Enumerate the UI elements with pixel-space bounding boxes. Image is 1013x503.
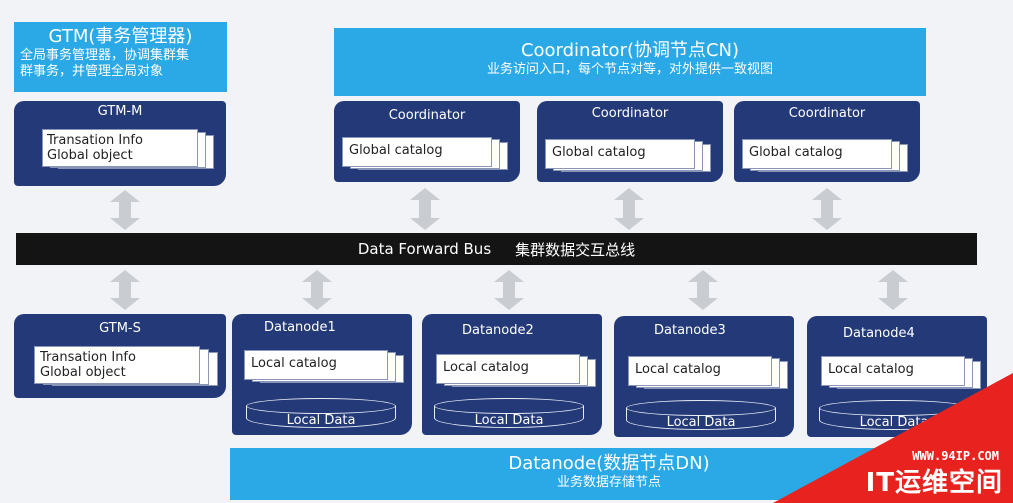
- datanode-banner-title: Datanode(数据节点DN): [508, 453, 710, 474]
- gtm-banner-title: GTM(事务管理器): [48, 26, 193, 47]
- coordinator-node-3: Coordinator Global catalog: [734, 101, 920, 182]
- gtm-s-title: GTM-S: [99, 321, 141, 336]
- datanode-3: Datanode3 Local catalog Local Data: [614, 316, 794, 437]
- coordinator-banner-desc: 业务访问入口，每个节点对等，对外提供一致视图: [486, 62, 773, 77]
- datanode-1-catalog: Local catalog: [244, 350, 388, 380]
- gtm-s-info-stack: Transation Info Global object: [34, 346, 220, 396]
- gtm-s-bus-arrow-icon: [110, 270, 140, 310]
- coordinator-node-2: Coordinator Global catalog: [537, 101, 723, 182]
- gtm-m-bus-arrow-icon: [110, 190, 140, 230]
- datanode-4-title: Datanode4: [843, 326, 915, 341]
- coordinator-1-catalog: Global catalog: [342, 137, 492, 167]
- gtm-s-global-object: Global object: [40, 365, 126, 380]
- datanode-2: Datanode2 Local catalog Local Data: [422, 314, 602, 435]
- datanode-2-data-label: Local Data: [474, 413, 544, 428]
- datanode-1-local-data: Local Data: [246, 398, 396, 428]
- datanode-banner-desc: 业务数据存储节点: [556, 475, 661, 490]
- bus-label-en: Data Forward Bus: [357, 240, 492, 258]
- datanode-3-title: Datanode3: [654, 323, 726, 338]
- datanode-2-catalog: Local catalog: [436, 354, 580, 384]
- gtm-m-global-object: Global object: [47, 148, 133, 163]
- datanode-1-catalog-stack: Local catalog: [244, 350, 408, 386]
- datanode-3-catalog-stack: Local catalog: [628, 356, 792, 392]
- gtm-banner-desc-line2: 群事务，并管理全局对象: [20, 64, 164, 79]
- site-watermark: WWW.94IP.COM IT运维空间: [773, 373, 1013, 503]
- datanode-1-data-label: Local Data: [286, 413, 356, 428]
- datanode-1: Datanode1 Local catalog Local Data: [232, 314, 412, 435]
- data-forward-bus: Data Forward Bus 集群数据交互总线: [16, 233, 977, 265]
- coordinator-3-catalog-stack: Global catalog: [742, 139, 912, 175]
- datanode-3-bus-arrow-icon: [688, 270, 718, 310]
- coordinator-2-catalog-stack: Global catalog: [545, 139, 715, 175]
- gtm-s-transaction-info: Transation Info: [40, 350, 136, 365]
- gtm-banner: GTM(事务管理器) 全局事务管理器，协调集群集 群事务，并管理全局对象: [14, 22, 227, 92]
- coordinator-1-title: Coordinator: [388, 108, 466, 123]
- datanode-3-data-label: Local Data: [666, 415, 736, 430]
- gtm-m-transaction-info: Transation Info: [47, 133, 143, 148]
- coordinator-2-catalog: Global catalog: [545, 139, 695, 169]
- datanode-2-bus-arrow-icon: [494, 270, 524, 310]
- coordinator-1-catalog-stack: Global catalog: [342, 137, 512, 173]
- gtm-m-info-stack: Transation Info Global object: [42, 129, 218, 181]
- gtm-m-node: GTM-M Transation Info Global object: [14, 101, 226, 186]
- datanode-1-bus-arrow-icon: [302, 270, 332, 310]
- datanode-2-catalog-stack: Local catalog: [436, 354, 600, 390]
- watermark-url: WWW.94IP.COM: [912, 449, 999, 463]
- datanode-2-local-data: Local Data: [434, 398, 584, 428]
- coordinator-2-bus-arrow-icon: [614, 188, 644, 230]
- coordinator-3-title: Coordinator: [788, 106, 866, 121]
- datanode-1-title: Datanode1: [264, 320, 336, 335]
- gtm-banner-desc-line1: 全局事务管理器，协调集群集: [20, 48, 190, 63]
- gtm-s-node: GTM-S Transation Info Global object: [14, 314, 226, 398]
- bus-label-cn: 集群数据交互总线: [515, 240, 636, 259]
- coordinator-3-catalog: Global catalog: [742, 139, 892, 169]
- gtm-m-title: GTM-M: [97, 104, 143, 119]
- datanode-2-title: Datanode2: [462, 323, 534, 338]
- watermark-brand: IT运维空间: [865, 468, 1003, 498]
- datanode-4-bus-arrow-icon: [878, 270, 908, 310]
- coordinator-banner-title: Coordinator(协调节点CN): [520, 40, 740, 61]
- coordinator-1-bus-arrow-icon: [410, 188, 440, 230]
- coordinator-3-bus-arrow-icon: [812, 188, 842, 230]
- coordinator-banner: Coordinator(协调节点CN) 业务访问入口，每个节点对等，对外提供一致…: [334, 28, 926, 96]
- coordinator-node-1: Coordinator Global catalog: [334, 101, 520, 182]
- coordinator-2-title: Coordinator: [591, 106, 669, 121]
- datanode-3-local-data: Local Data: [626, 400, 776, 430]
- datanode-3-catalog: Local catalog: [628, 356, 772, 386]
